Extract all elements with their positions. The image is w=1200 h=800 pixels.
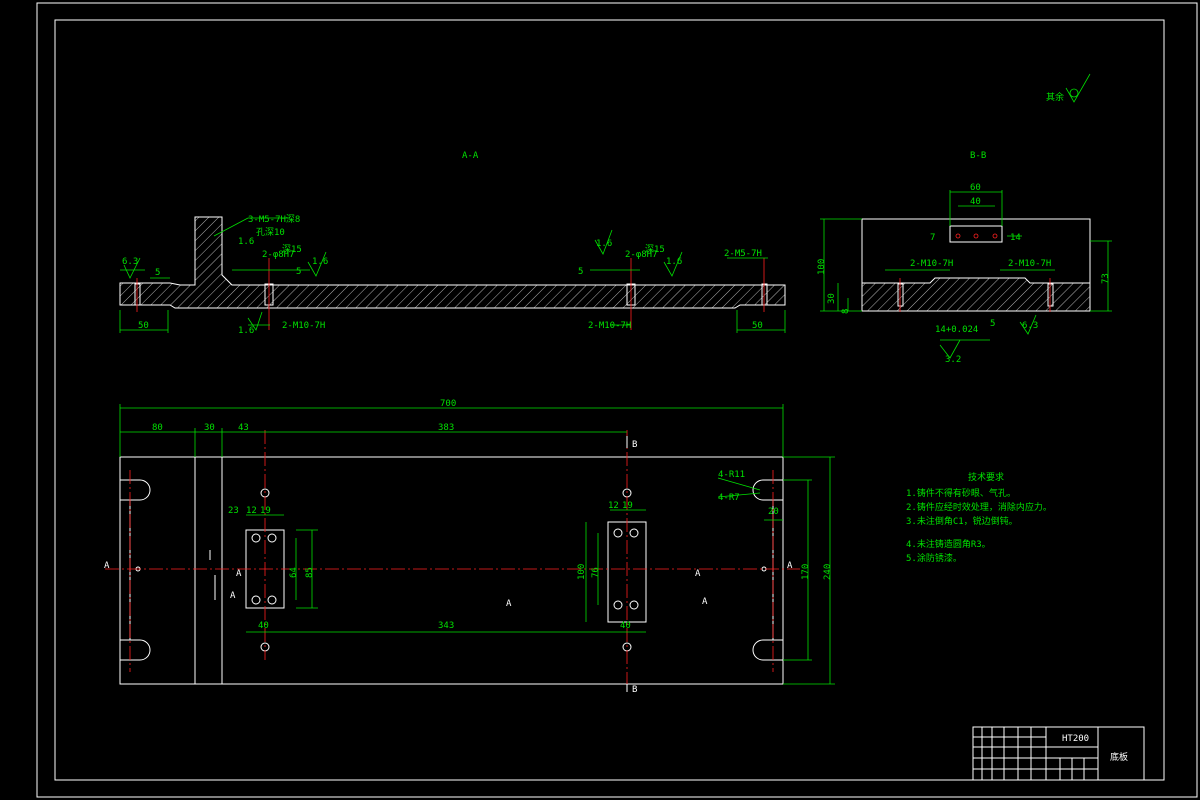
bb-dim-5: 5: [990, 319, 995, 329]
roughness-other-label: 其余: [1046, 91, 1064, 103]
section-mark-a2: A: [236, 569, 242, 579]
aa-roughness-1.6c: 1.6: [238, 326, 254, 336]
dim-85: 85: [305, 567, 315, 578]
bb-hatched-base: [861, 277, 1091, 312]
title-part-name: 底板: [1110, 751, 1128, 763]
aa-roughness-1.6e: 1.6: [666, 257, 682, 267]
bb-top-slot: [949, 225, 1003, 243]
dim-20: 20: [768, 507, 779, 517]
bb-thread-left: 2-M10-7H: [910, 259, 953, 269]
section-mark-a6: A: [702, 597, 708, 607]
section-bb-title: B-B: [970, 151, 986, 161]
title-block: HT200 底板: [972, 726, 1145, 781]
section-mark-b-top: B: [632, 440, 637, 450]
dim-170: 170: [801, 564, 811, 580]
note-item: 1.铸件不得有砂眼、气孔。: [906, 487, 1016, 499]
notes-title: 技术要求: [968, 471, 1004, 483]
dim-64: 64: [289, 567, 299, 578]
aa-roughness-1.6a: 1.6: [238, 237, 254, 247]
dim-700: 700: [440, 399, 456, 409]
aa-roughness-1.6d: 1.6: [596, 239, 612, 249]
aa-dim-50b: 50: [752, 321, 763, 331]
dim-4-r7: 4-R7: [718, 493, 740, 503]
aa-hole-right-label: 2-φ8H7: [625, 250, 658, 260]
outer-border: [36, 2, 1198, 798]
bb-dim-30: 30: [827, 293, 837, 304]
dim-383: 383: [438, 423, 454, 433]
dim-76: 76: [591, 567, 601, 578]
dim-4-r11: 4-R11: [718, 470, 745, 480]
section-mark-a1: A: [104, 561, 110, 571]
section-mark-a7: A: [787, 561, 793, 571]
dim-100: 100: [577, 564, 587, 580]
dim-240: 240: [823, 564, 833, 580]
dim-12b: 12: [608, 501, 619, 511]
bb-roughness-3.2: 3.2: [945, 355, 961, 365]
section-mark-b-bottom: B: [632, 685, 637, 695]
aa-dim-5b: 5: [296, 267, 301, 277]
plan-outline: [119, 456, 784, 685]
aa-dim-5c: 5: [578, 267, 583, 277]
aa-thread-right: 2-M5-7H: [724, 249, 762, 259]
aa-roughness-6.3: 6.3: [122, 257, 138, 267]
bb-dim-40: 40: [970, 197, 981, 207]
aa-dim-5a: 5: [155, 268, 160, 278]
title-material: HT200: [1062, 734, 1089, 744]
note-item: 3.未注倒角C1，锐边倒钝。: [906, 515, 1018, 527]
inner-border: [54, 19, 1165, 781]
note-item: 2.铸件应经时效处理，消除内应力。: [906, 501, 1052, 513]
section-mark-a4: A: [506, 599, 512, 609]
bb-dim-7: 7: [930, 233, 935, 243]
section-aa-body: [119, 216, 786, 309]
section-bb-view: 60 40 7 14 100 30 8 73 2-M10-7H 2-M10-7H…: [817, 183, 1112, 365]
bb-dim-100: 100: [817, 259, 827, 275]
aa-dim-50a: 50: [138, 321, 149, 331]
aa-roughness-1.6b: 1.6: [312, 257, 328, 267]
aa-tap-depth: 孔深10: [256, 227, 285, 238]
section-mark-a3: A: [230, 591, 236, 601]
aa-tap-label: 3-M5-7H深8: [248, 214, 300, 225]
aa-thread-left-bottom: 2-M10-7H: [282, 321, 325, 331]
aa-hole-right-depth: 深15: [645, 244, 665, 255]
plan-view: 700 80 30 43 383 23 12 19 12 19 64 85 10…: [104, 399, 835, 695]
bb-dim-14: 14: [1010, 233, 1021, 243]
technical-notes: 技术要求 1.铸件不得有砂眼、气孔。 2.铸件应经时效处理，消除内应力。 3.未…: [906, 471, 1052, 564]
dim-19b: 19: [622, 501, 633, 511]
bb-thread-right: 2-M10-7H: [1008, 259, 1051, 269]
aa-hole-left-depth: 深15: [282, 244, 302, 255]
bb-dim-8: 8: [841, 309, 851, 314]
bb-dim-14-tol: 14+0.024: [935, 325, 978, 335]
dim-23: 23: [228, 506, 239, 516]
section-aa-view: 6.3 5 50 50 3-M5-7H深8 孔深10 1.6 2-φ8H7 深1…: [119, 214, 786, 336]
dim-19a: 19: [260, 506, 271, 516]
bb-dim-73: 73: [1101, 273, 1111, 284]
dim-43: 43: [238, 423, 249, 433]
dim-40a: 40: [258, 621, 269, 631]
section-mark-a5: A: [695, 569, 701, 579]
roughness-other-symbol: 其余: [1046, 73, 1091, 103]
dim-80: 80: [152, 423, 163, 433]
dim-12a: 12: [246, 506, 257, 516]
aa-hole-left-label: 2-φ8H7: [262, 250, 295, 260]
bb-roughness-6.3: 6.3: [1022, 321, 1038, 331]
aa-thread-mid-bottom: 2-M10-7H: [588, 321, 631, 331]
note-item: 5.涂防锈漆。: [906, 552, 962, 564]
section-aa-title: A-A: [462, 151, 479, 161]
dim-343: 343: [438, 621, 454, 631]
dim-30: 30: [204, 423, 215, 433]
bb-dim-60: 60: [970, 183, 981, 193]
note-item: 4.未注铸造圆角R3。: [906, 538, 991, 550]
dim-40b: 40: [620, 621, 631, 631]
